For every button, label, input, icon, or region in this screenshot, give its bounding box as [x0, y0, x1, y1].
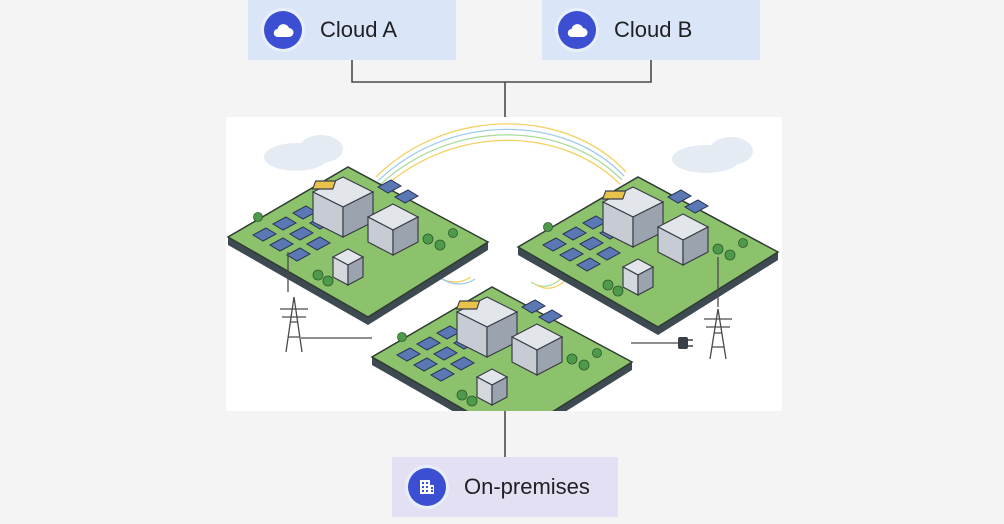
cloud-icon	[264, 11, 302, 49]
cloud-b-node: Cloud B	[542, 0, 760, 60]
building-icon	[408, 468, 446, 506]
campus-bottom	[371, 286, 633, 446]
campus-left	[227, 166, 489, 326]
cloud-join-line	[351, 60, 652, 83]
datacenter-illustration	[226, 117, 782, 446]
cloud-icon	[558, 11, 596, 49]
on-premises-node: On-premises	[392, 457, 618, 517]
cloud-a-label: Cloud A	[320, 17, 398, 42]
campus-right	[517, 176, 779, 336]
plug-icon	[678, 337, 693, 349]
on-premises-label: On-premises	[464, 474, 590, 499]
cloud-b-label: Cloud B	[614, 17, 693, 42]
cloud-a-node: Cloud A	[248, 0, 456, 60]
pylon-right	[704, 308, 732, 360]
pylon-left	[280, 296, 308, 353]
